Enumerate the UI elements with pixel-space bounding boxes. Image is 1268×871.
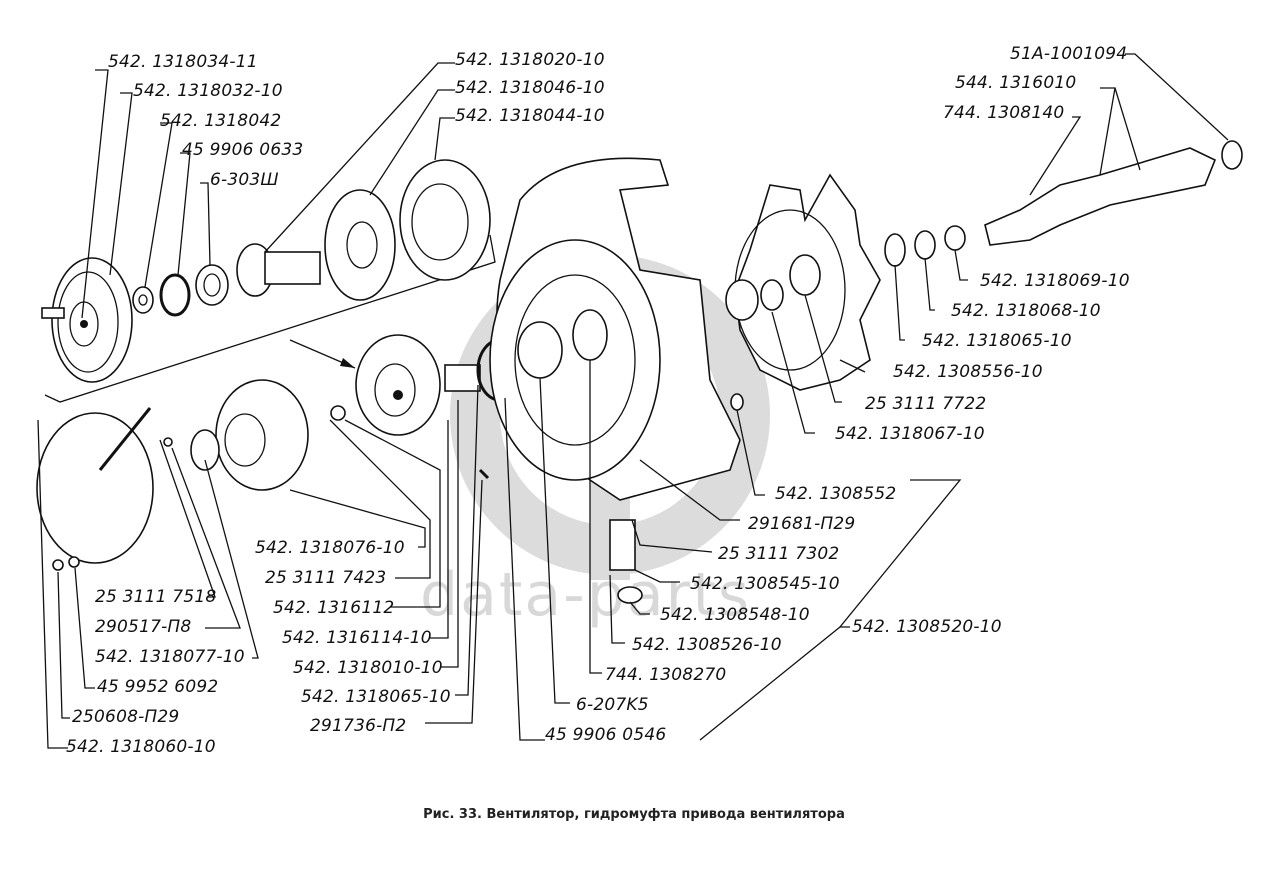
part-label: 6-303Ш (210, 170, 279, 190)
part-label: 542. 1318067-10 (835, 424, 985, 444)
part-label: 542. 1318077-10 (95, 647, 245, 667)
fan-housing (489, 157, 741, 501)
part-label: 45 9906 0546 (545, 725, 667, 745)
part-label: 542. 1316114-10 (282, 628, 432, 648)
part-label: 542. 1318068-10 (951, 301, 1101, 321)
part-label: 542. 1308552 (775, 484, 897, 504)
part-label: 744. 1308270 (605, 665, 727, 685)
tube-parts (609, 393, 744, 604)
part-label: 542. 1316112 (273, 598, 395, 618)
part-label: 291736-П2 (310, 716, 407, 736)
part-label: 542. 1308545-10 (690, 574, 840, 594)
arrow-head-icon (340, 358, 355, 368)
part-label: 542. 1318010-10 (293, 658, 443, 678)
part-label: 25 3111 7423 (265, 568, 387, 588)
part-label: 542. 1318069-10 (980, 271, 1130, 291)
cover-disc (36, 407, 154, 564)
small-parts (52, 405, 490, 571)
figure-caption: Рис. 33. Вентилятор, гидромуфта привода … (423, 807, 845, 822)
part-label: 544. 1316010 (955, 73, 1077, 93)
subassembly-frame (44, 234, 496, 403)
part-label: 542. 1308556-10 (893, 362, 1043, 382)
part-label: 291681-П29 (748, 514, 856, 534)
part-label: 6-207K5 (576, 695, 649, 715)
part-label: 250608-П29 (72, 707, 180, 727)
washer (132, 286, 154, 314)
snap-ring (159, 273, 191, 317)
part-label: 542. 1308548-10 (660, 605, 810, 625)
part-label: 542. 1318020-10 (455, 50, 605, 70)
part-label: 744. 1308140 (943, 103, 1065, 123)
part-label: 51A-1001094 (1010, 44, 1128, 64)
shaft-sleeve (236, 243, 321, 297)
part-label: 542. 1318060-10 (66, 737, 216, 757)
part-label: 542. 1318076-10 (255, 538, 405, 558)
part-label: 290517-П8 (95, 617, 192, 637)
part-label: 542. 1318034-11 (108, 52, 258, 72)
part-label: 25 3111 7518 (95, 587, 217, 607)
part-label: 542. 1318065-10 (301, 687, 451, 707)
part-label: 25 3111 7722 (865, 394, 987, 414)
part-label: 25 3111 7302 (718, 544, 840, 564)
washers-right (884, 225, 966, 267)
part-label: 542. 1318042 (160, 111, 282, 131)
watermark-text: data-parts (420, 560, 752, 630)
lower-pulley (215, 379, 309, 491)
part-label: 542. 1308520-10 (852, 617, 1002, 637)
part-label: 45 9906 0633 (182, 140, 304, 160)
housing-cup (399, 159, 491, 281)
pulley-top (41, 257, 133, 383)
part-label: 542. 1318046-10 (455, 78, 605, 98)
turbine-wheel (324, 189, 396, 301)
part-label: 542. 1308526-10 (632, 635, 782, 655)
part-label: 542. 1318032-10 (133, 81, 283, 101)
part-label: 542. 1318044-10 (455, 106, 605, 126)
bearing-6-303 (195, 264, 229, 306)
fan-impeller (725, 173, 881, 391)
part-label: 542. 1318065-10 (922, 331, 1072, 351)
part-label: 45 9952 6092 (97, 677, 219, 697)
drive-shaft (984, 140, 1243, 246)
leader-lines (37, 53, 1229, 749)
pulley-assembly (355, 334, 481, 436)
lock-plate (190, 429, 220, 471)
